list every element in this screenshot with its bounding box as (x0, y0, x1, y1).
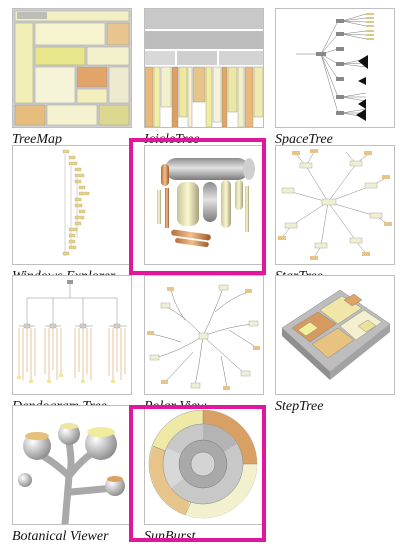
tile-beamtrees[interactable]: BeamTrees (144, 145, 264, 284)
botanical-viewer-thumbnail (12, 405, 132, 525)
tile-label: Botanical Viewer (12, 529, 109, 544)
tile-polar-view[interactable]: Polar View (144, 275, 264, 414)
startree-thumbnail (275, 145, 395, 265)
spacetree-thumbnail (275, 8, 395, 128)
tile-sunburst[interactable]: SunBurst (144, 405, 264, 544)
polar-view-thumbnail (144, 275, 264, 395)
tile-label: TreeMap (12, 132, 63, 147)
tile-treemap[interactable]: TreeMap (12, 8, 132, 147)
tile-label: StepTree (275, 399, 324, 414)
steptree-thumbnail (275, 275, 395, 395)
sunburst-thumbnail (144, 405, 264, 525)
dendogram-tree-thumbnail (12, 275, 132, 395)
windows-explorer-thumbnail (12, 145, 132, 265)
tile-botanical-viewer[interactable]: Botanical Viewer (12, 405, 132, 544)
tile-steptree[interactable]: StepTree (275, 275, 395, 414)
tile-spacetree[interactable]: SpaceTree (275, 8, 395, 147)
tile-startree[interactable]: StarTree (275, 145, 395, 284)
tile-windows-explorer[interactable]: Windows Explorer (12, 145, 132, 284)
tile-label: SpaceTree (275, 132, 333, 147)
tile-dendogram-tree[interactable]: Dendogram Tree (12, 275, 132, 414)
highlight-frame-beamtrees (129, 138, 266, 275)
icicletree-thumbnail (144, 8, 264, 128)
beamtrees-thumbnail (144, 145, 264, 265)
tile-icicletree[interactable]: IcicleTree (144, 8, 264, 147)
treemap-thumbnail (12, 8, 132, 128)
highlight-frame-sunburst (129, 405, 266, 542)
